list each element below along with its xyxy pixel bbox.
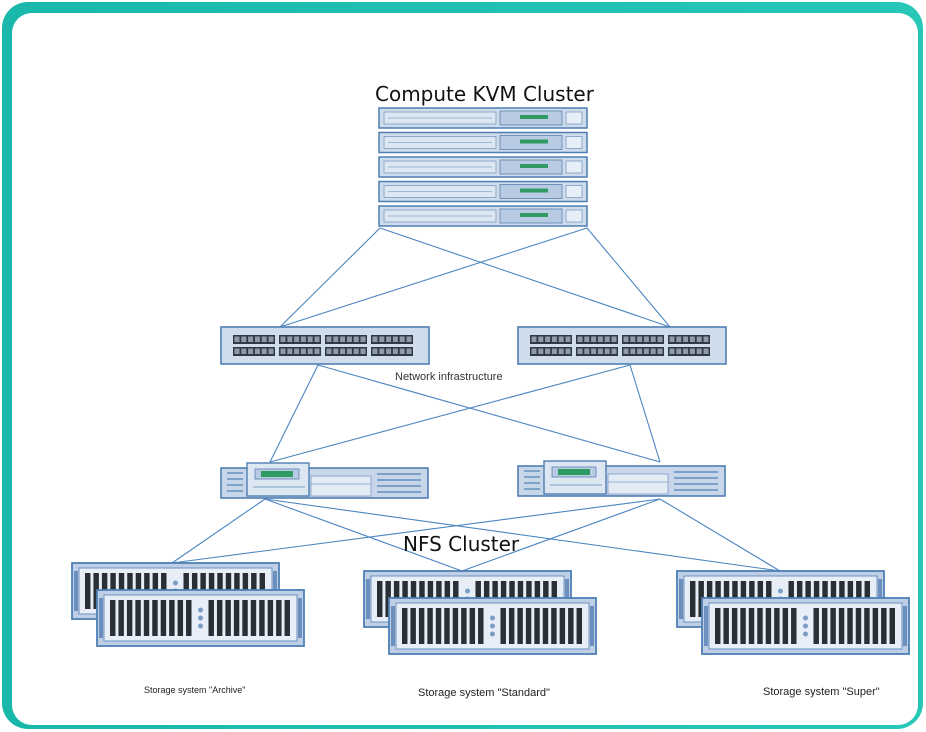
storage-array-archive: [71, 562, 305, 647]
link-line: [379, 227, 671, 328]
link-line: [264, 498, 781, 572]
links: [171, 227, 781, 572]
rack-server: [378, 131, 588, 154]
link-line: [171, 498, 266, 564]
network-infrastructure-caption: Network infrastructure: [395, 371, 503, 383]
link-line: [264, 498, 463, 572]
link-line: [586, 227, 671, 328]
nfs-server-right: [517, 460, 726, 497]
switch-chassis: [517, 326, 727, 365]
link-line: [461, 498, 661, 572]
link-line: [171, 498, 661, 564]
rack-server: [378, 205, 588, 227]
network-switch-right: [517, 326, 727, 365]
link-line: [269, 364, 631, 463]
link-line: [629, 364, 661, 463]
nfs-cluster-title: NFS Cluster: [403, 532, 520, 556]
rack-server: [378, 180, 588, 203]
storage-label-standard: Storage system "Standard": [418, 687, 550, 699]
nfs-server-left: [220, 462, 429, 499]
rack-server: [378, 107, 588, 129]
compute-cluster: [378, 107, 588, 227]
rack-server: [378, 156, 588, 178]
link-line: [317, 364, 661, 463]
link-line: [659, 498, 781, 572]
link-line: [279, 227, 588, 328]
link-line: [279, 227, 381, 328]
storage-array-standard: [363, 570, 597, 655]
storage-label-super: Storage system "Super": [763, 686, 880, 698]
switch-chassis: [220, 326, 430, 365]
compute-cluster-title: Compute KVM Cluster: [375, 82, 594, 106]
storage-label-archive: Storage system "Archive": [144, 685, 246, 695]
storage-array-super: [676, 570, 910, 655]
network-switch-left: [220, 326, 430, 365]
link-line: [269, 364, 319, 463]
